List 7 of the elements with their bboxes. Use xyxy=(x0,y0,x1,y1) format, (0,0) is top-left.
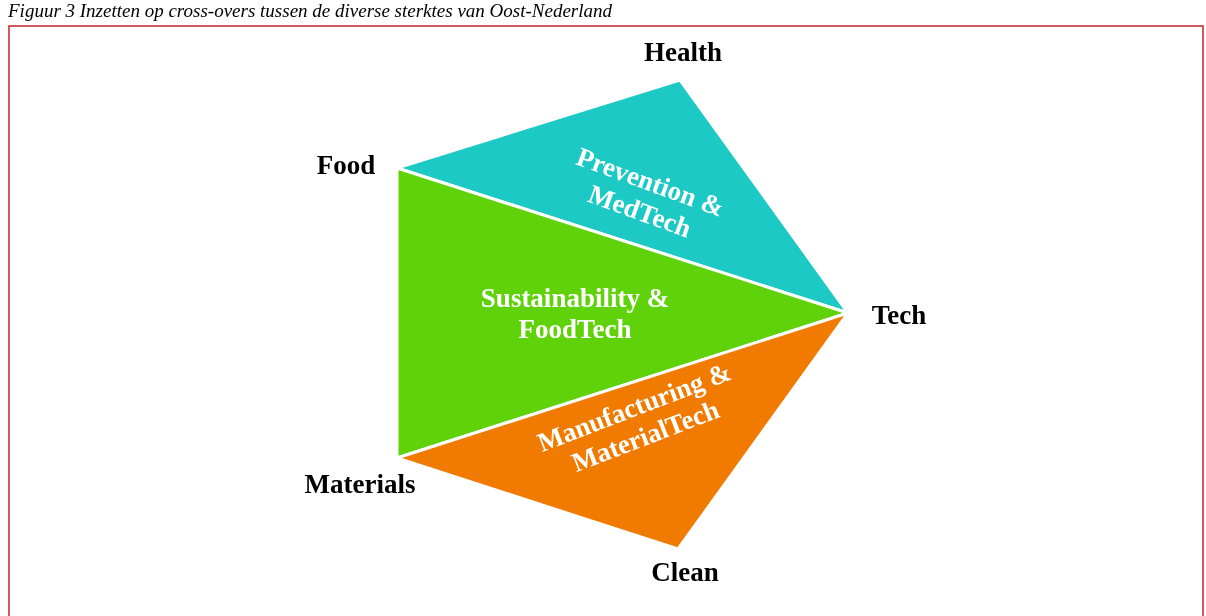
vertex-label: Food xyxy=(316,149,376,181)
vertex-label: Clean xyxy=(651,556,719,588)
vertex-label: Materials xyxy=(304,468,416,500)
figure-caption: Figuur 3 Inzetten op cross-overs tussen de diverse sterktes van Oost-Nederland xyxy=(8,0,613,22)
vertex-label: Tech xyxy=(871,299,927,331)
vertex-label: Health xyxy=(644,36,722,68)
segment-label: Sustainability & FoodTech xyxy=(479,283,671,345)
